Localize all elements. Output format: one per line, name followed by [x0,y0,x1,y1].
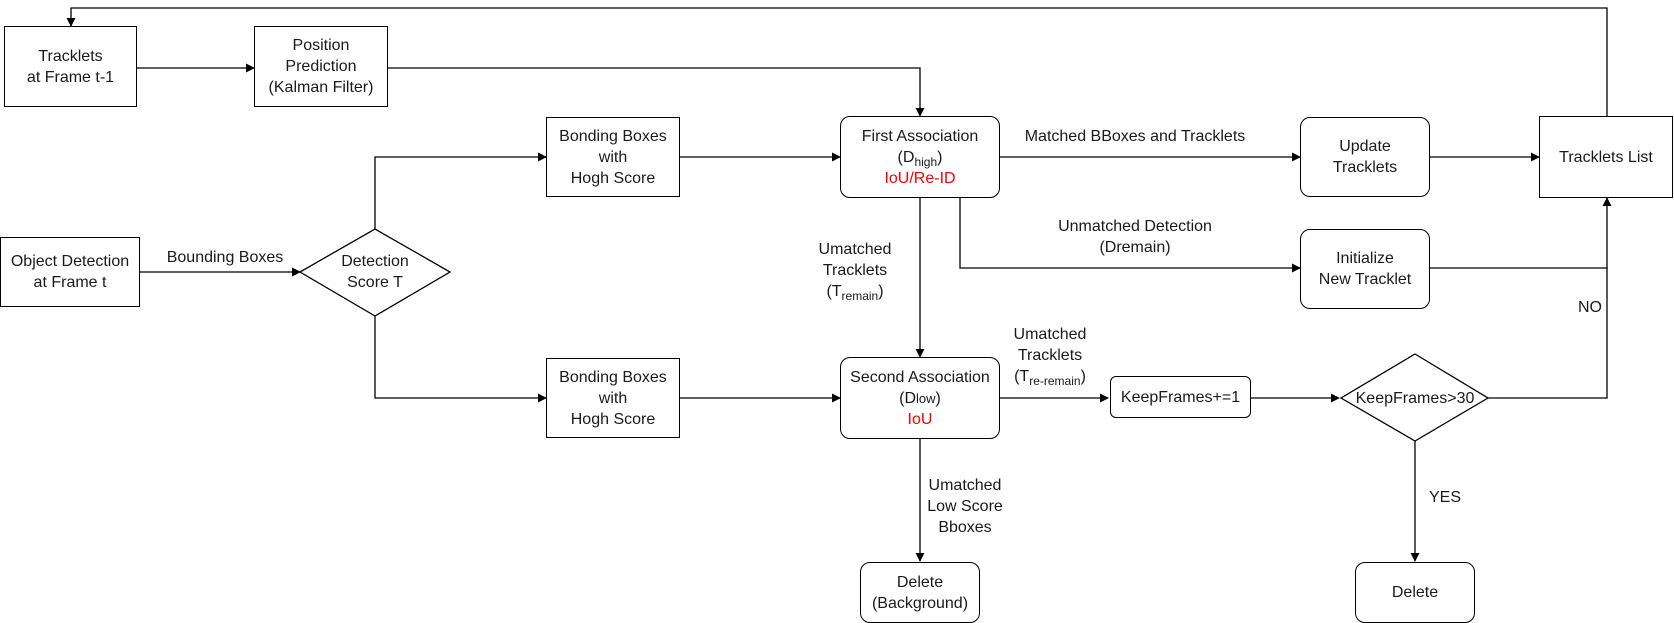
tracklets-list-node: Tracklets List [1539,116,1673,198]
edge-first-to-initialize [959,198,1301,273]
edge-label-unmatched-tracklets-2: Umatched Tracklets (Tre-remain) [1013,326,1087,388]
bboxes-high-score-node: Bonding Boxes with Hogh Score [546,117,680,197]
detection-score-diamond [298,228,452,317]
edge-label-unmatched-detection: Unmatched Detection (Dremain) [1058,218,1212,256]
edge-initialize-to-list [1430,197,1612,269]
edge-check-no-to-list [1488,268,1608,399]
object-detection-node: Object Detection at Frame t [0,237,140,307]
detection-score-label: Detection Score T [341,253,409,291]
edge-label-bounding-boxes: Bounding Boxes [166,249,284,266]
keepframes-increment-node: KeepFrames+=1 [1110,376,1251,418]
initialize-tracklet-node: Initialize New Tracklet [1300,229,1430,309]
update-tracklets-node: Update Tracklets [1300,117,1430,197]
second-association-node: Second Association (Dlow) IoU [840,357,1000,439]
edge-score-to-low [374,316,547,403]
position-prediction-node: Position Prediction (Kalman Filter) [254,26,388,107]
edge-label-unmatched-tracklets: Umatched Tracklets (Tremain) [818,241,892,303]
edge-list-feedback [66,7,1608,116]
bboxes-low-score-node: Bonding Boxes with Hogh Score [546,358,680,438]
first-association-input: (Dhigh) [897,148,943,169]
edge-label-unmatched-low: Umatched Low Score Bboxes [927,477,1003,536]
edge-label-no: NO [1578,299,1602,316]
edge-label-yes: YES [1428,489,1461,506]
delete-node: Delete [1355,562,1475,623]
tracklets-prev-frame-node: Tracklets at Frame t-1 [4,26,137,107]
second-association-input: (Dlow) [899,389,941,407]
delete-background-node: Delete (Background) [860,562,980,623]
first-association-node: First Association (Dhigh) IoU/Re-ID [840,116,1000,198]
keepframes-check-diamond [1339,353,1490,442]
second-association-method: IoU [907,410,933,428]
edge-prediction-to-first [388,67,925,117]
first-association-method: IoU/Re-ID [884,169,956,187]
keepframes-check-label: KeepFrames>30 [1355,389,1475,407]
edge-score-to-high [374,152,547,229]
edge-label-matched: Matched BBoxes and Tracklets [1024,128,1246,145]
